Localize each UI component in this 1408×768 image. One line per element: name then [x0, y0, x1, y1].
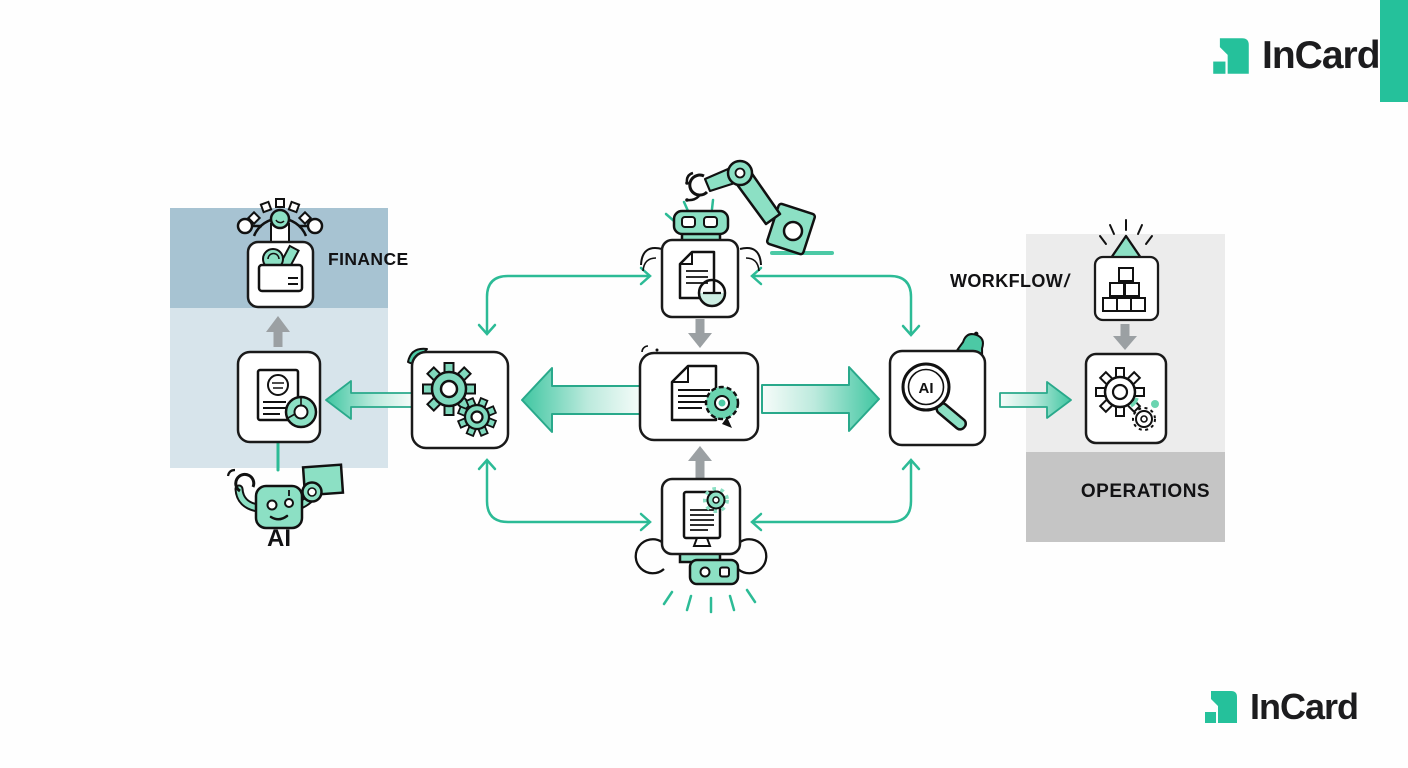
connector-bottom-right — [750, 458, 921, 532]
document-seal-icon — [670, 364, 740, 428]
connector-top-right — [750, 266, 921, 337]
workflow-label-text: WORKFLOW — [950, 271, 1064, 291]
gray-arrow-down-center — [688, 319, 712, 348]
node-automation-gears — [410, 350, 510, 450]
robotic-arm-icon — [685, 159, 834, 256]
top-right-accent-bar — [1380, 0, 1408, 102]
incard-logo-icon — [1205, 691, 1237, 723]
logo-text: InCard — [1250, 686, 1359, 727]
node-operations-gears — [1084, 352, 1168, 445]
operations-panel — [1026, 452, 1225, 542]
robot-assistant-icon — [226, 463, 345, 530]
node-document-certified — [638, 345, 760, 442]
ai-magnifier-icon: AI — [901, 362, 968, 431]
block-arrow-right-big — [761, 366, 880, 432]
document-minus-circle-icon — [678, 250, 727, 308]
footer-logo: InCard — [1202, 686, 1359, 728]
header-logo: InCard — [1210, 34, 1381, 78]
ai-magnifier-label: AI — [919, 380, 934, 397]
robot-chin-icon — [634, 538, 768, 614]
logo-text: InCard — [1262, 34, 1381, 77]
ai-label: AI — [267, 525, 291, 552]
node-ai-analysis: AI — [888, 349, 987, 447]
finance-label: FINANCE — [328, 249, 409, 269]
node-document-approval — [660, 238, 740, 319]
block-arrow-left-thin — [325, 380, 415, 420]
double-gears-icon — [422, 362, 498, 438]
connector-top-left — [477, 266, 652, 336]
gray-arrow-up-finance — [266, 316, 290, 347]
node-document-terminal — [660, 477, 742, 556]
gray-arrow-down-workflow — [1113, 324, 1137, 350]
invoice-donut-chart-icon — [256, 368, 318, 429]
node-workflow-blocks — [1093, 255, 1160, 322]
document-monitor-gear-icon — [682, 487, 729, 547]
gray-arrow-up-center — [688, 446, 712, 489]
node-finance-invoice — [236, 350, 322, 444]
incard-logo-icon — [1213, 38, 1249, 74]
robot-head-icon — [640, 198, 762, 272]
sparkle-triangle-icon — [1099, 219, 1153, 260]
node-finance-wallet — [246, 240, 315, 309]
block-arrow-right-medium — [999, 381, 1072, 419]
connector-bottom-left — [477, 458, 652, 532]
operations-label: OPERATIONS — [1080, 481, 1211, 502]
workflow-label: WORKFLOW/ — [950, 271, 1070, 292]
block-arrow-left-big — [521, 367, 643, 433]
workflow-label-slash: / — [1064, 271, 1070, 291]
wallet-coins-icon — [257, 244, 304, 293]
outline-gears-icon — [1095, 367, 1159, 431]
stacked-blocks-icon — [1102, 267, 1146, 312]
gear-arch-icon — [236, 198, 324, 247]
